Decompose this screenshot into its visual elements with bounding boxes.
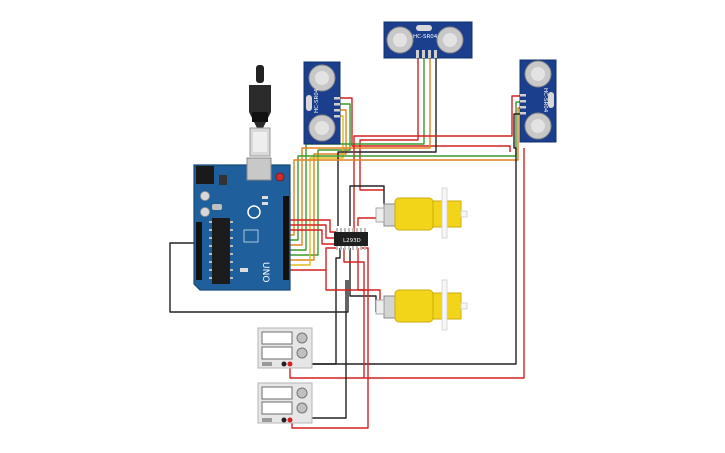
arduino-uno-board[interactable]: UNO <box>193 157 291 291</box>
wire-black-sensor-right <box>298 113 520 365</box>
driver-pins <box>336 228 366 250</box>
ps1-terminal-pos <box>287 361 293 367</box>
driver-label: L293D <box>343 238 361 244</box>
ps1-display-top <box>261 331 293 345</box>
usb-cable <box>249 65 271 157</box>
ultrasonic-sensor-left[interactable]: HC-SR04 <box>303 61 341 145</box>
wire-red-driver-motor-top <box>357 217 379 226</box>
wire-red-arduino-driver-3 <box>290 229 336 245</box>
ps2-knob-bottom[interactable] <box>296 402 308 414</box>
atmega-chip <box>212 218 230 284</box>
usb-port <box>246 157 272 181</box>
wire-black-driver-motor-top <box>349 185 385 226</box>
ps2-display-bottom <box>261 401 293 415</box>
arduino-model-text: UNO <box>260 262 270 282</box>
wire-red-driver-motor-bottom <box>357 248 381 300</box>
wire-black-driver-ps1 <box>292 248 341 365</box>
ultrasonic-sensor-top[interactable]: HC-SR04 <box>383 21 473 59</box>
wire-green-sensor-right <box>290 101 520 241</box>
reset-button[interactable] <box>275 172 285 182</box>
ultrasonic-sensor-right[interactable]: HC-SR04 <box>519 59 557 143</box>
dc-motor-bottom[interactable] <box>375 279 468 331</box>
sensor-left-pins <box>334 97 340 118</box>
power-supply-2[interactable] <box>257 382 313 424</box>
sensor-top-label: HC-SR04 <box>413 34 438 40</box>
wire-red-vcc <box>325 270 366 291</box>
sensor-left-label: HC-SR04 <box>314 88 320 113</box>
wire-red-arduino-driver-1 <box>290 219 336 233</box>
chip-pins <box>209 221 233 279</box>
ps2-terminal-pos <box>287 417 293 423</box>
arduino-logo-icon <box>247 205 261 219</box>
ps2-knob-top[interactable] <box>296 387 308 399</box>
analog-header <box>196 222 202 280</box>
wire-black-driver-motor-bottom <box>349 248 377 312</box>
power-supply-1[interactable] <box>257 327 313 369</box>
ps2-display-top <box>261 386 293 400</box>
ps2-terminal-neg <box>281 417 287 423</box>
ps1-terminal-neg <box>281 361 287 367</box>
sensor-right-label: HC-SR04 <box>542 88 548 113</box>
wire-red-arduino-driver-4 <box>290 247 336 271</box>
wire-black-left-loop <box>169 242 349 313</box>
wire-red-sensor-top <box>359 58 419 191</box>
sensor-top-pins <box>416 50 437 58</box>
power-jack <box>196 166 214 184</box>
digital-header <box>283 196 289 280</box>
wire-yellow-sensor-left <box>290 115 344 266</box>
wires <box>169 58 525 429</box>
ps1-display-bottom <box>261 346 293 360</box>
wire-red-right-long <box>289 148 525 379</box>
sensor-right-pins <box>520 94 526 115</box>
wire-red-driver-ps1 <box>343 248 365 378</box>
wire-red-sensor-left <box>340 97 511 152</box>
wire-orange-sensor-top <box>290 58 431 246</box>
motor-driver-chip[interactable]: L293D <box>334 228 368 250</box>
wire-black-sensor-top <box>337 58 437 226</box>
wire-red-sensor-right <box>353 95 520 232</box>
ps1-knob-bottom[interactable] <box>296 347 308 359</box>
wire-orange-sensor-right <box>290 107 520 236</box>
ps1-knob-top[interactable] <box>296 332 308 344</box>
dc-motor-top[interactable] <box>375 187 468 239</box>
wire-red-arduino-driver-2 <box>290 224 336 239</box>
